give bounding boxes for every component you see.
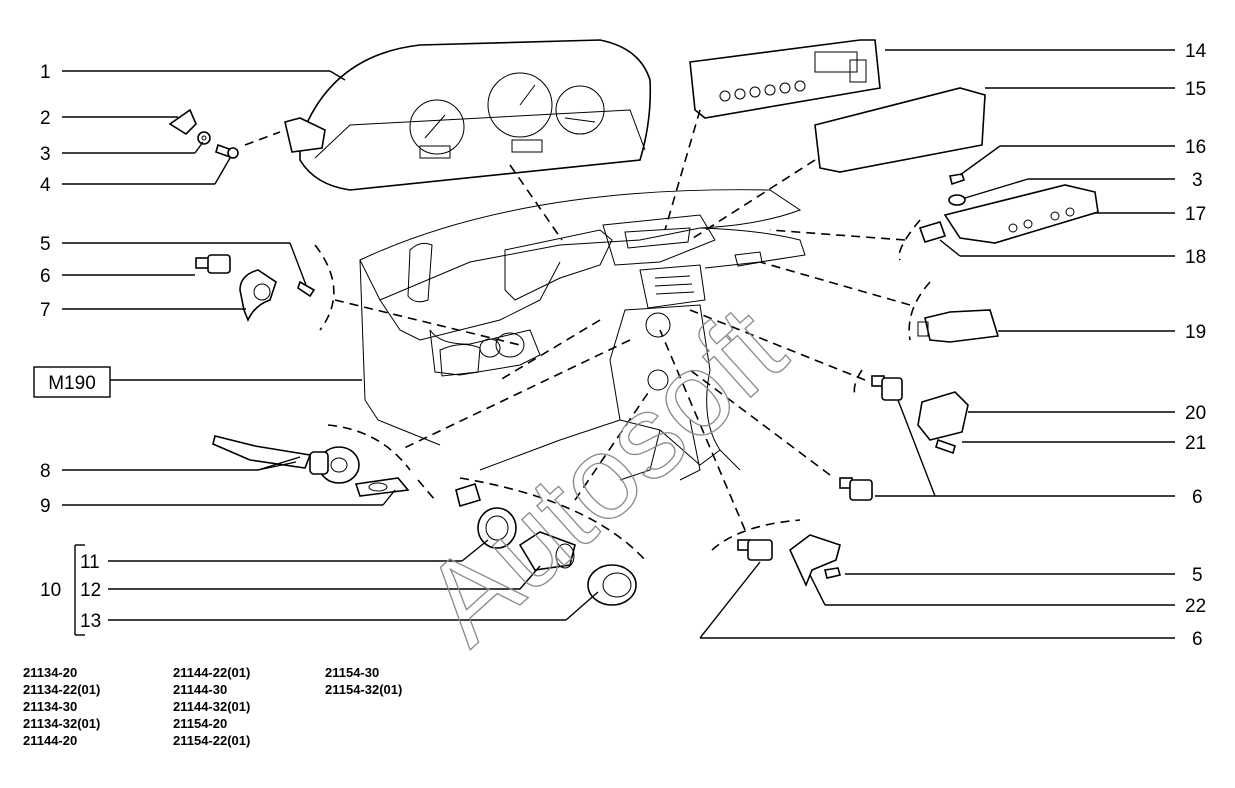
model-code: 21144-22(01) [173, 665, 251, 680]
callout-7: 7 [40, 300, 51, 321]
lighter-socket-11 [455, 482, 517, 549]
ignition-lock-8 [212, 435, 360, 484]
callout-6-right-upper: 6 [1192, 487, 1203, 508]
callout-6-right-lower: 6 [1192, 629, 1203, 650]
model-code: 21144-20 [23, 733, 78, 748]
callout-labels: 1 2 3 4 5 6 7 8 9 10 11 12 13 14 15 16 3… [40, 41, 1207, 650]
screw-21 [935, 438, 956, 455]
callout-2: 2 [40, 108, 51, 129]
model-code-list: 21134-20 21134-22(01) 21134-30 21134-32(… [23, 664, 623, 784]
callout-13: 13 [80, 611, 101, 632]
callout-18: 18 [1185, 247, 1206, 268]
model-code: 21154-22(01) [173, 733, 251, 748]
key-plate-9 [354, 477, 410, 497]
callout-1: 1 [40, 62, 51, 83]
reference-box-label: M190 [48, 373, 96, 394]
callout-6-left: 6 [40, 266, 51, 287]
model-column-1: 21134-20 21134-22(01) 21134-30 21134-32(… [23, 664, 100, 749]
bracket-20 [917, 391, 969, 441]
reference-box: M190 [33, 366, 111, 398]
washer-3 [197, 131, 211, 145]
washer-3-right [948, 194, 966, 206]
bracket-18 [918, 221, 947, 243]
dashed-connectors [244, 109, 931, 561]
model-code: 21154-32(01) [325, 682, 403, 697]
model-code: 21154-20 [173, 716, 228, 731]
callout-9: 9 [40, 496, 51, 517]
callout-21: 21 [1185, 433, 1206, 454]
control-unit-17 [943, 184, 1099, 244]
screw-5-left [297, 280, 316, 298]
lighter-knob-13 [587, 564, 637, 606]
callout-3-left: 3 [40, 144, 51, 165]
lighter-insert-12 [518, 531, 576, 571]
screw-4 [215, 143, 239, 159]
model-code: 21134-30 [23, 699, 78, 714]
clock-display-14 [689, 39, 881, 119]
leader-lines [62, 49, 1175, 639]
model-code: 21144-30 [173, 682, 228, 697]
switch-19 [917, 309, 1000, 343]
callout-3-right: 3 [1192, 170, 1203, 191]
callout-10: 10 [40, 580, 61, 601]
callout-5-left: 5 [40, 234, 51, 255]
watermark: Autosoft [399, 282, 809, 670]
callout-22: 22 [1185, 596, 1206, 617]
cover-15 [814, 87, 986, 173]
callout-17: 17 [1185, 204, 1206, 225]
callout-20: 20 [1185, 403, 1206, 424]
model-column-2: 21144-22(01) 21144-30 21144-32(01) 21154… [173, 664, 250, 749]
callout-12: 12 [80, 580, 101, 601]
callout-19: 19 [1185, 322, 1206, 343]
callout-11: 11 [80, 552, 100, 573]
screw-16 [949, 173, 966, 186]
model-code: 21134-32(01) [23, 716, 101, 731]
model-code: 21134-20 [23, 665, 78, 680]
callout-15: 15 [1185, 79, 1206, 100]
switch-6-bottom [737, 539, 773, 561]
callout-14: 14 [1185, 41, 1207, 62]
switch-6-upper [871, 375, 903, 401]
screw-5-right [824, 567, 842, 579]
switch-6-left [195, 254, 231, 274]
bracket-2 [168, 108, 197, 136]
switch-6-lower [839, 477, 873, 501]
model-code: 21134-22(01) [23, 682, 101, 697]
bracket-22 [789, 534, 841, 588]
instrument-cluster [284, 39, 652, 191]
callout-5-right: 5 [1192, 565, 1203, 586]
model-code: 21154-30 [325, 665, 380, 680]
callout-8: 8 [40, 461, 51, 482]
model-column-3: 21154-30 21154-32(01) [325, 664, 402, 698]
callout-4: 4 [40, 175, 51, 196]
callout-16: 16 [1185, 137, 1206, 158]
model-code: 21144-32(01) [173, 699, 251, 714]
ring-7 [239, 269, 277, 323]
